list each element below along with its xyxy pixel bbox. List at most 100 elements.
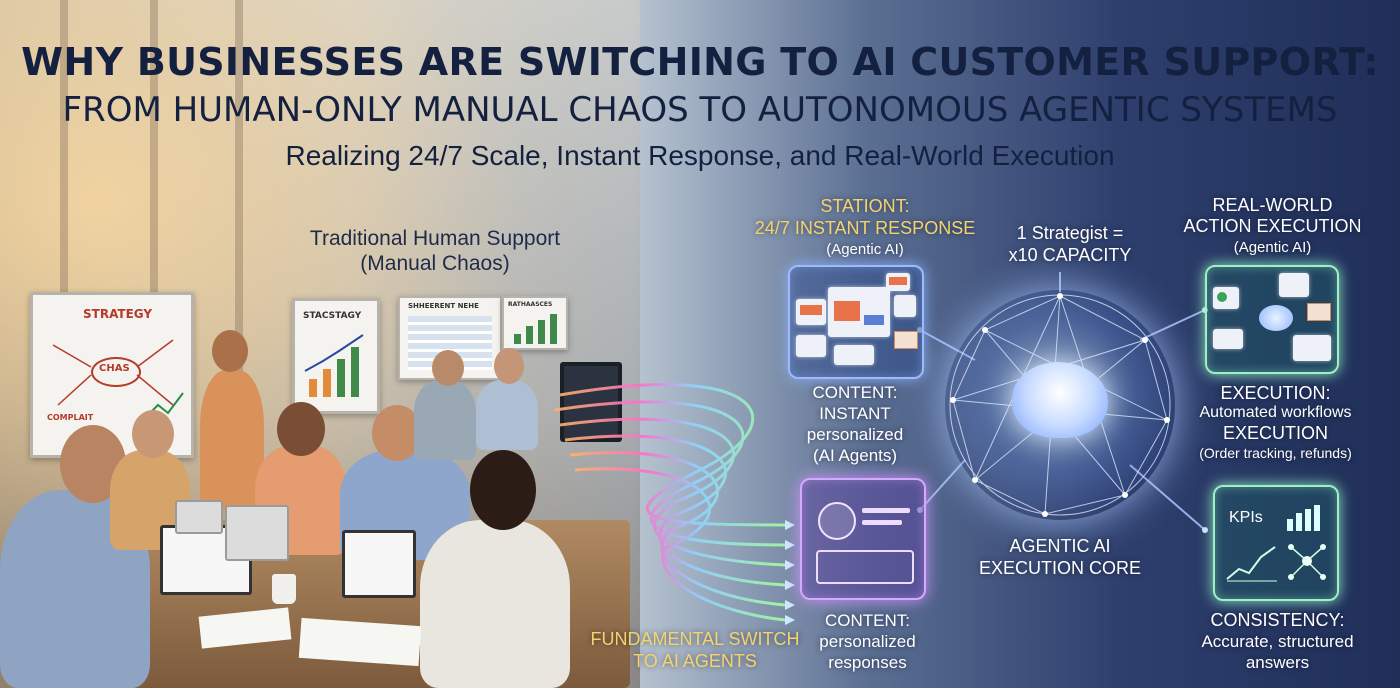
content-personalized-line2: personalized <box>819 632 916 651</box>
chaos-circle <box>91 357 141 387</box>
kpi-dashboard-panel: KPIs <box>1213 485 1339 601</box>
execution-line3: EXECUTION <box>1222 423 1328 443</box>
person-woman-front <box>420 520 570 688</box>
person-head <box>432 350 464 386</box>
action-card <box>1279 273 1309 297</box>
station-label: STATIONT: 24/7 INSTANT RESPONSE (Agentic… <box>740 195 990 261</box>
traditional-support-label: Traditional Human Support (Manual Chaos) <box>270 226 600 276</box>
consistency-line2: Accurate, structured <box>1201 632 1354 651</box>
chart-board-title: SHHEERENT NEHE <box>408 302 479 310</box>
execution-label: EXECUTION: Automated workflows EXECUTION… <box>1178 383 1373 463</box>
action-card <box>1213 329 1243 349</box>
content-instant-line3: personalized <box>806 425 904 444</box>
growth-chart-board: RATHAASCES <box>502 296 568 350</box>
message-card <box>796 335 826 357</box>
real-world-line1: REAL-WORLD <box>1212 195 1333 215</box>
window-mullion <box>235 0 243 420</box>
arrow-head <box>785 600 795 610</box>
real-world-label: REAL-WORLD ACTION EXECUTION (Agentic AI) <box>1175 195 1370 258</box>
switch-line1: FUNDAMENTAL SWITCH <box>590 629 800 649</box>
text-line <box>862 508 910 513</box>
whiteboard-center: CHAS <box>99 363 130 374</box>
content-personalized-label: CONTENT: personalized responses <box>805 610 930 673</box>
real-world-line2: ACTION EXECUTION <box>1183 216 1362 236</box>
flipchart-title: STACSTAGY <box>303 311 362 321</box>
person-head <box>212 330 248 372</box>
execution-line4: (Order tracking, refunds) <box>1199 445 1352 461</box>
person-head <box>277 402 325 456</box>
message-card <box>894 295 916 317</box>
growth-bars <box>514 314 557 344</box>
whiteboard-title: STRATEGY <box>83 307 153 321</box>
core-line2: EXECUTION CORE <box>978 558 1142 578</box>
line-chart-icon <box>1226 546 1277 582</box>
person-head <box>470 450 536 530</box>
card-badge <box>864 315 884 325</box>
card-image <box>889 277 907 285</box>
strategy-whiteboard: STRATEGY CHAS COMPLAIT <box>30 292 194 458</box>
flipchart-chart <box>304 334 364 397</box>
real-world-line3: (Agentic AI) <box>1233 239 1312 256</box>
core-line1: AGENTIC AI <box>1009 536 1111 556</box>
arrow-head <box>785 540 795 550</box>
traditional-line2: (Manual Chaos) <box>360 252 510 275</box>
switch-line2: TO AI AGENTS <box>633 651 757 671</box>
personalized-response-panel <box>800 478 926 600</box>
card-image <box>800 305 822 315</box>
subheadline: FROM HUMAN-ONLY MANUAL CHAOS TO AUTONOMO… <box>62 90 1338 130</box>
action-execution-panel <box>1205 265 1339 374</box>
content-personalized-line3: responses <box>828 653 907 672</box>
person-man-glasses <box>476 380 538 450</box>
growth-board-title: RATHAASCES <box>508 301 553 308</box>
station-line3: (Agentic AI) <box>826 241 904 258</box>
chat-window-card <box>828 287 890 337</box>
person-head <box>494 348 524 384</box>
consistency-line3: answers <box>1245 653 1310 672</box>
person-standing <box>200 370 264 510</box>
envelope-icon <box>894 331 918 349</box>
action-card <box>1293 335 1331 361</box>
window-mullion <box>60 0 68 420</box>
whiteboard-note: COMPLAIT <box>47 413 94 422</box>
fundamental-switch-label: FUNDAMENTAL SWITCH TO AI AGENTS <box>580 628 810 672</box>
person-head <box>372 405 422 461</box>
consistency-label: CONSISTENCY: Accurate, structured answer… <box>1190 610 1365 673</box>
headline: WHY BUSINESSES ARE SWITCHING TO AI CUSTO… <box>21 40 1379 84</box>
consistency-line1: CONSISTENCY: <box>1210 610 1345 630</box>
arrow-head <box>785 560 795 570</box>
laptop <box>342 530 416 598</box>
message-card <box>834 345 874 365</box>
strategist-line1: 1 Strategist = <box>1016 223 1124 243</box>
brain-icon <box>1259 305 1293 331</box>
execution-line2: Automated workflows <box>1199 404 1352 421</box>
station-line1: STATIONT: <box>820 196 910 216</box>
content-instant-line1: CONTENT: <box>812 383 898 402</box>
strategy-flipchart: STACSTAGY <box>292 298 380 414</box>
content-instant-label: CONTENT: INSTANT personalized (AI Agents… <box>790 382 920 466</box>
strategist-line2: x10 CAPACITY <box>1008 245 1132 265</box>
station-line2: 24/7 INSTANT RESPONSE <box>754 218 976 238</box>
response-box <box>816 550 914 584</box>
laptop <box>175 500 223 534</box>
arrow-head <box>785 580 795 590</box>
instant-response-panel <box>788 265 924 379</box>
content-personalized-line1: CONTENT: <box>825 611 910 630</box>
core-label: AGENTIC AI EXECUTION CORE <box>975 535 1145 579</box>
traditional-line1: Traditional Human Support <box>309 227 561 250</box>
person-man-headset <box>414 380 476 460</box>
bar-chart-icon <box>1287 505 1320 531</box>
text-line <box>862 520 902 525</box>
message-card <box>796 299 826 325</box>
brain-icon <box>1012 362 1108 438</box>
action-card <box>1213 287 1239 309</box>
coffee-mug <box>272 574 296 604</box>
card-image <box>834 301 860 321</box>
laptop <box>225 505 289 561</box>
kpi-label: KPIs <box>1229 509 1263 526</box>
check-icon <box>1217 292 1227 302</box>
execution-line1: EXECUTION: <box>1220 383 1331 403</box>
arrow-head <box>785 615 795 625</box>
envelope-icon <box>1307 303 1331 321</box>
strategist-label: 1 Strategist = x10 CAPACITY <box>975 222 1165 266</box>
